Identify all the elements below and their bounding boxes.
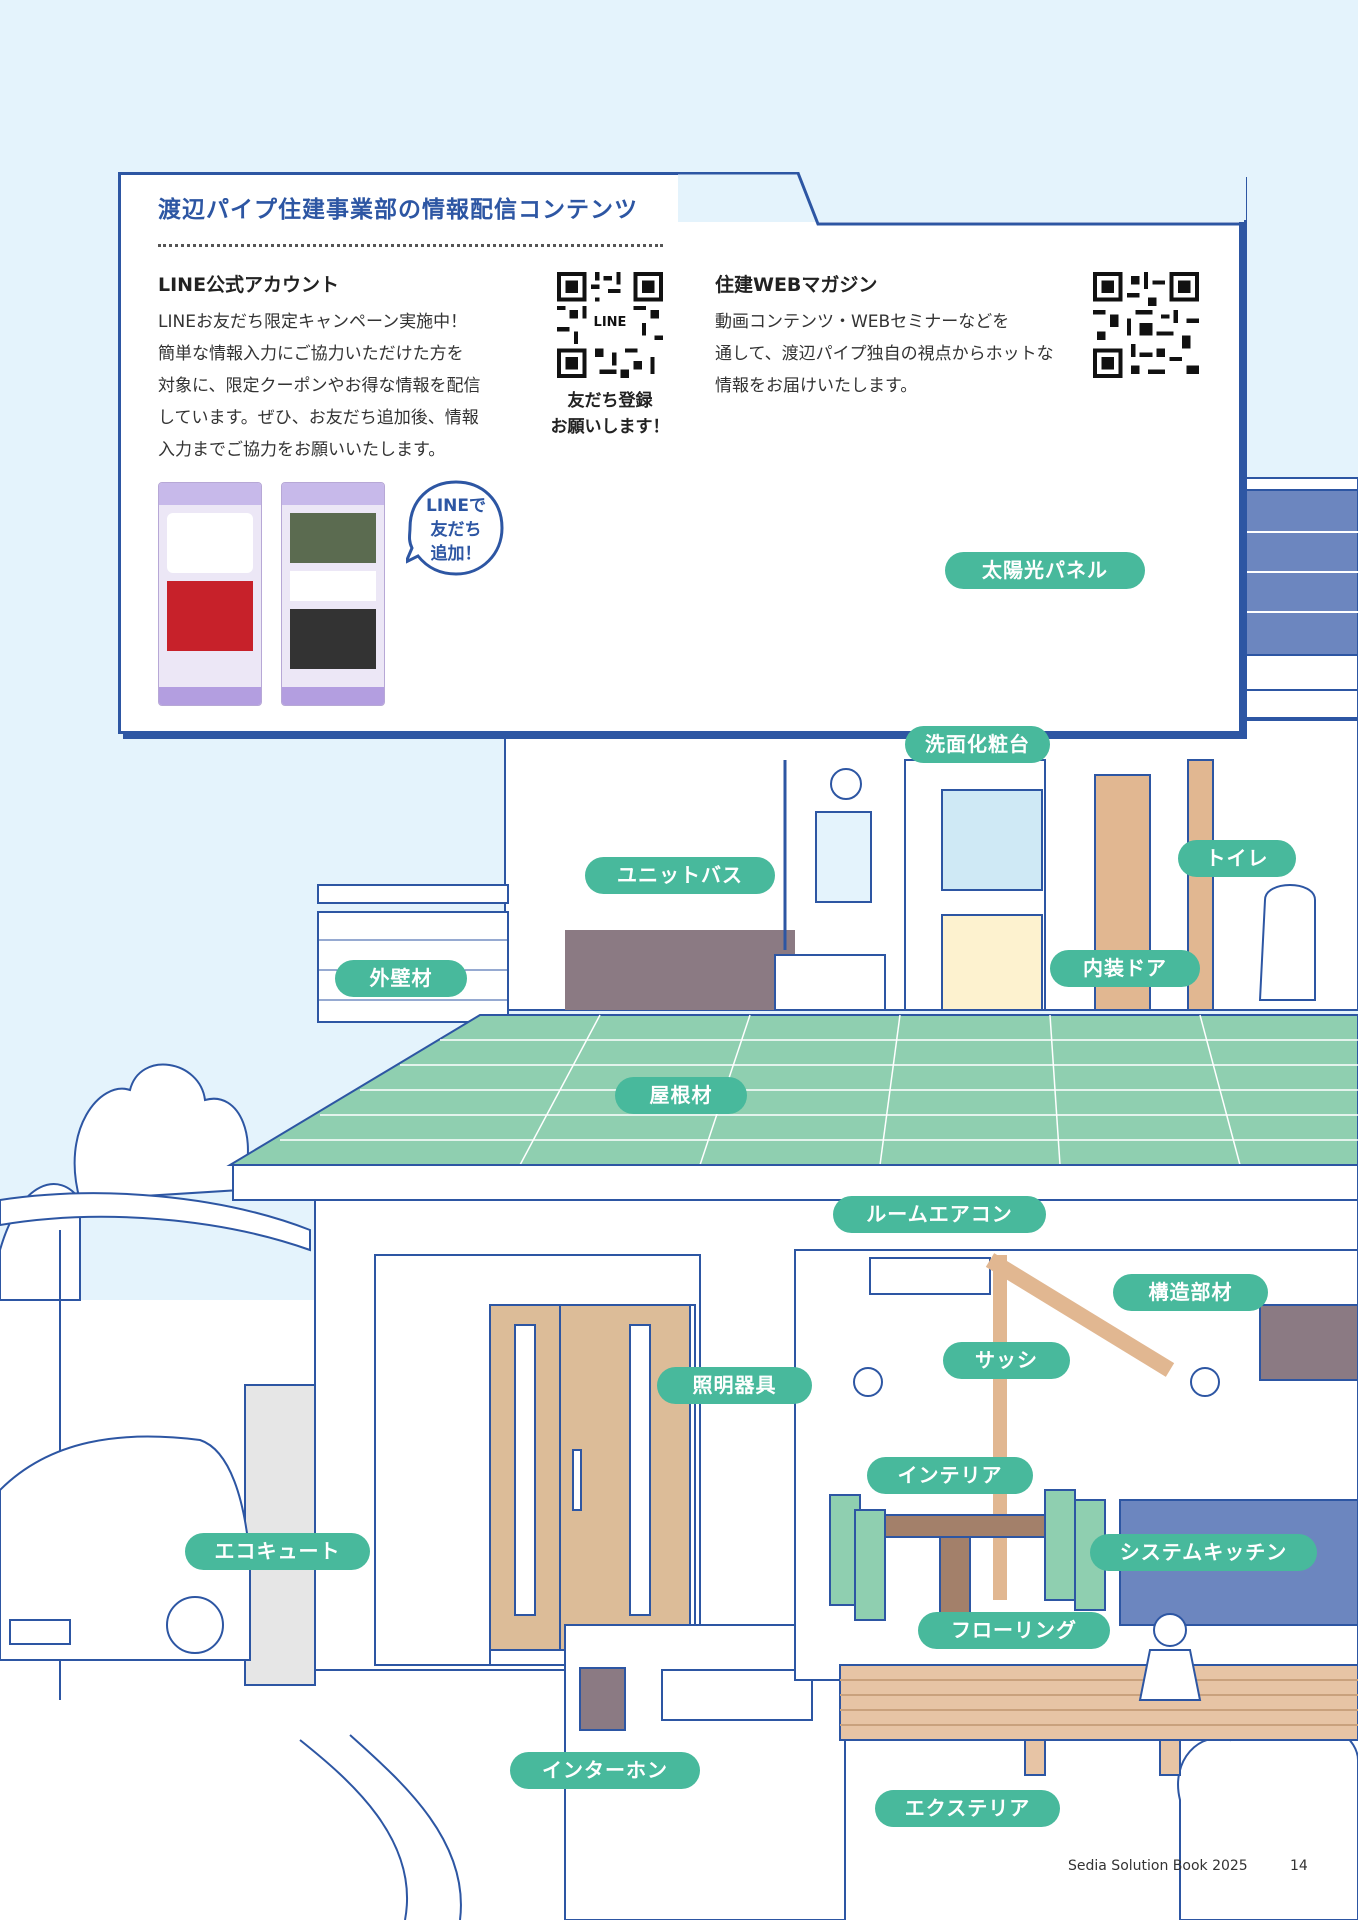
title-divider <box>158 244 663 247</box>
web-body-1: 動画コンテンツ・WEBセミナーなどを <box>715 312 1010 332</box>
line-body-3: 対象に、限定クーポンやお得な情報を配信 <box>158 376 481 396</box>
label-intercom[interactable]: インターホン <box>510 1752 700 1789</box>
web-heading: 住建WEBマガジン <box>715 274 878 296</box>
line-screenshot-1 <box>158 482 262 706</box>
label-vanity[interactable]: 洗面化粧台 <box>905 726 1050 763</box>
footer-page-number: 14 <box>1290 1858 1308 1874</box>
line-qr-code[interactable] <box>557 272 663 378</box>
line-qr-caption-1: 友だち登録 <box>567 391 653 411</box>
panel-title: 渡辺パイプ住建事業部の情報配信コンテンツ <box>158 197 638 223</box>
line-qr-caption: 友だち登録 お願いします！ <box>540 388 680 440</box>
web-qr-code[interactable] <box>1093 272 1199 378</box>
label-sash[interactable]: サッシ <box>943 1342 1070 1379</box>
line-add-bubble <box>406 480 504 576</box>
line-body: LINEお友だち限定キャンペーン実施中！ 簡単な情報入力にご協力いただけた方を … <box>158 306 481 466</box>
label-ecocute[interactable]: エコキュート <box>185 1533 370 1570</box>
label-structural-member[interactable]: 構造部材 <box>1113 1274 1268 1311</box>
bubble-line-3: 追加！ <box>430 544 482 564</box>
label-lighting[interactable]: 照明器具 <box>657 1367 812 1404</box>
footer-book-title: Sedia Solution Book 2025 <box>1068 1858 1248 1874</box>
line-qr-caption-2: お願いします！ <box>550 417 670 437</box>
bubble-line-2: 友だち <box>430 520 482 540</box>
label-solar-panel[interactable]: 太陽光パネル <box>945 552 1145 589</box>
label-toilet[interactable]: トイレ <box>1178 840 1296 877</box>
label-exterior[interactable]: エクステリア <box>875 1790 1060 1827</box>
label-roofing[interactable]: 屋根材 <box>615 1077 747 1114</box>
line-heading: LINE公式アカウント <box>158 274 340 296</box>
intercom-panel <box>579 1667 626 1731</box>
panel-tab-notch <box>678 172 1246 230</box>
label-exterior-wall[interactable]: 外壁材 <box>335 960 467 997</box>
label-unit-bath[interactable]: ユニットバス <box>585 857 775 894</box>
label-flooring[interactable]: フローリング <box>918 1612 1110 1649</box>
label-interior-door[interactable]: 内装ドア <box>1050 950 1200 987</box>
wood-deck <box>839 1664 1358 1741</box>
web-body-2: 通して、渡辺パイプ独自の視点からホットな <box>715 344 1054 364</box>
line-screenshot-2 <box>281 482 385 706</box>
web-body-3: 情報をお届けいたします。 <box>715 376 918 396</box>
label-system-kitchen[interactable]: システムキッチン <box>1090 1534 1317 1571</box>
line-add-bubble-text: LINEで 友だち 追加！ <box>406 494 506 566</box>
line-body-4: しています。ぜひ、お友だち追加後、情報 <box>158 408 479 428</box>
bubble-line-1: LINEで <box>426 496 486 516</box>
line-body-1: LINEお友だち限定キャンペーン実施中！ <box>158 312 468 332</box>
line-qr-center-label: LINE <box>593 315 627 330</box>
line-body-5: 入力までご協力をお願いいたします。 <box>158 440 446 460</box>
car <box>0 1435 251 1661</box>
web-body: 動画コンテンツ・WEBセミナーなどを 通して、渡辺パイプ独自の視点からホットな … <box>715 306 1054 402</box>
label-room-aircon[interactable]: ルームエアコン <box>833 1196 1046 1233</box>
carport-roof <box>0 1192 311 1252</box>
line-body-2: 簡単な情報入力にご協力いただけた方を <box>158 344 464 364</box>
label-interior[interactable]: インテリア <box>867 1457 1033 1494</box>
